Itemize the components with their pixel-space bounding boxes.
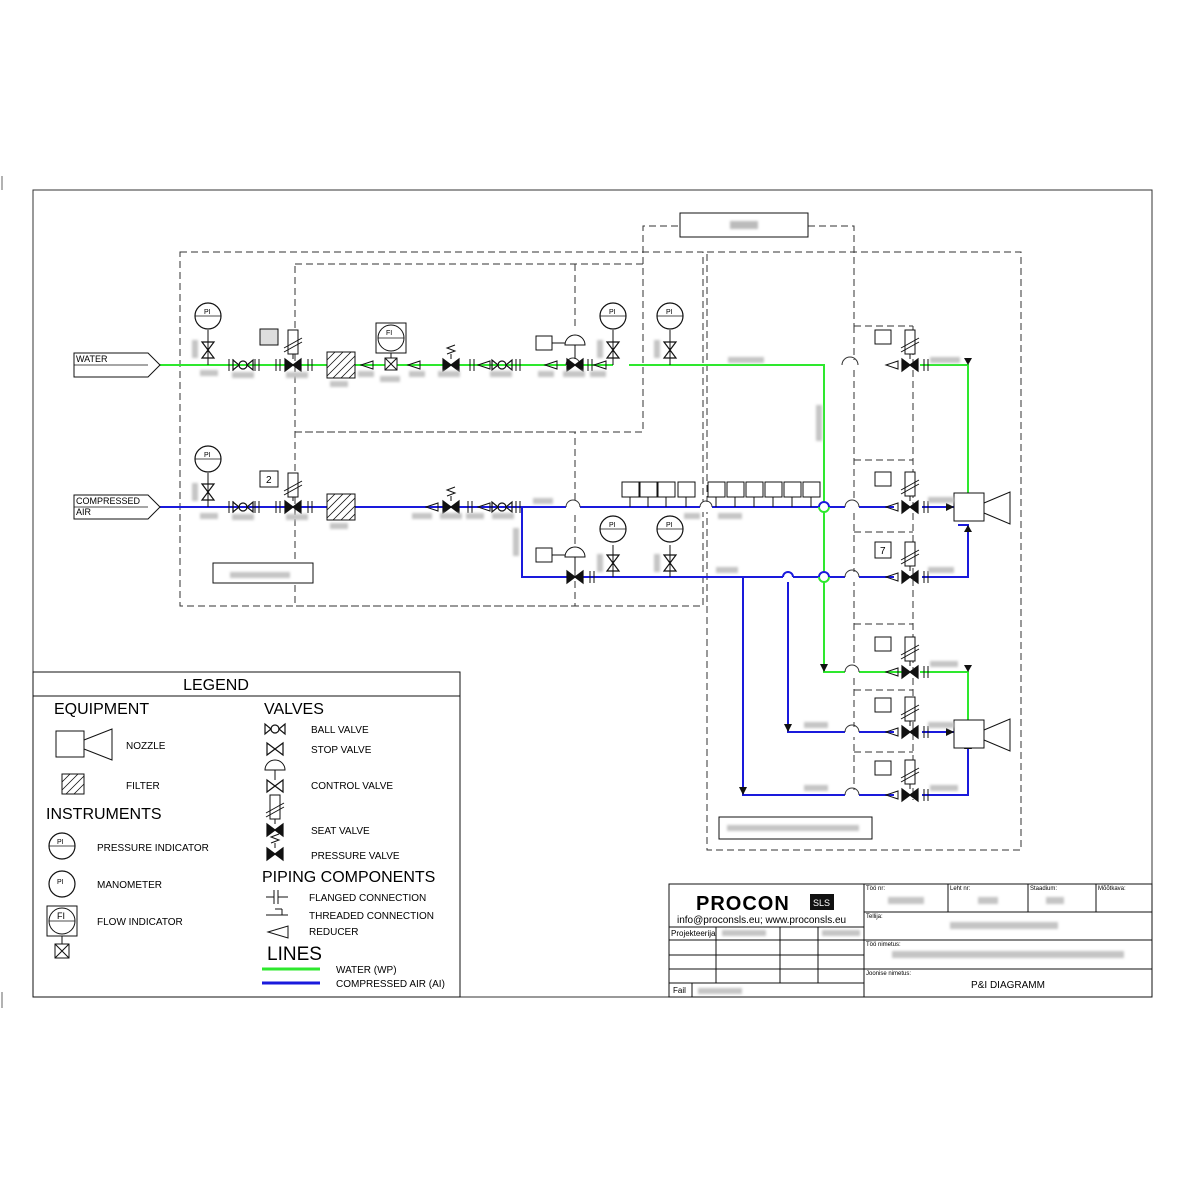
legend-ball-valve: BALL VALVE <box>311 725 369 736</box>
drawing-name: P&I DIAGRAMM <box>971 980 1045 991</box>
legend: LEGEND EQUIPMENT NOZZLE FILTER INSTRUMEN… <box>32 671 461 998</box>
air-input-label-2: AIR <box>76 507 92 517</box>
water-input-label: WATER <box>76 354 108 364</box>
sheet-no-label: Leht nr: <box>950 886 971 892</box>
job-no-label: Töö nr: <box>866 886 885 892</box>
legend-title: LEGEND <box>183 677 249 694</box>
svg-text:PI: PI <box>609 309 616 316</box>
contact-line: info@proconsls.eu; www.proconsls.eu <box>677 915 846 926</box>
legend-equipment-heading: EQUIPMENT <box>54 701 149 718</box>
svg-text:PI: PI <box>666 522 673 529</box>
legend-flanged-connection: FLANGED CONNECTION <box>309 893 426 904</box>
nozzle-valve-box-number: 7 <box>880 546 886 557</box>
svg-text:SLS: SLS <box>813 898 830 908</box>
svg-text:PROCON: PROCON <box>696 893 790 915</box>
legend-piping-heading: PIPING COMPONENTS <box>262 869 435 886</box>
obscured-title-fields <box>698 897 1124 994</box>
legend-reducer: REDUCER <box>309 927 358 938</box>
signal-box-row <box>621 481 821 498</box>
drawing-name-label: Joonise nimetus: <box>866 971 911 977</box>
legend-water-line: WATER (WP) <box>336 965 397 976</box>
svg-text:PI: PI <box>204 309 211 316</box>
stage-label: Staadium: <box>1030 886 1057 892</box>
company-logo: PROCON SLS <box>696 893 834 915</box>
svg-text:PI: PI <box>609 522 616 529</box>
seat-valve-icon <box>283 329 303 372</box>
air-input-label-1: COMPRESSED <box>76 496 141 506</box>
svg-text:FI: FI <box>57 911 65 921</box>
legend-seat-valve: SEAT VALVE <box>311 826 370 837</box>
client-label: Tellija: <box>866 914 883 920</box>
legend-control-valve: CONTROL VALVE <box>311 781 393 792</box>
scale-label: Mõõtkava: <box>1098 886 1126 892</box>
legend-stop-valve: STOP VALVE <box>311 745 372 756</box>
flow-indicator-icon: FI <box>375 322 407 371</box>
file-label: Fail <box>673 986 686 995</box>
svg-text:FI: FI <box>386 330 392 337</box>
air-input-tag: COMPRESSED AIR <box>73 494 161 520</box>
legend-manometer: MANOMETER <box>97 880 162 891</box>
legend-air-line: COMPRESSED AIR (AI) <box>336 979 445 990</box>
svg-text:PI: PI <box>204 452 211 459</box>
pressure-indicator-icon: PI <box>194 302 222 330</box>
legend-instruments-heading: INSTRUMENTS <box>46 806 162 823</box>
air-seat-valve-box-number: 2 <box>266 475 272 486</box>
legend-threaded-connection: THREADED CONNECTION <box>309 911 434 922</box>
water-components: PI FI <box>194 302 684 379</box>
legend-valves-heading: VALVES <box>264 701 324 718</box>
obscured-tag-numbers <box>192 340 960 831</box>
legend-pressure-valve: PRESSURE VALVE <box>311 851 400 862</box>
svg-text:PI: PI <box>666 309 673 316</box>
legend-lines-heading: LINES <box>267 944 322 965</box>
work-name-label: Töö nimetus: <box>866 942 901 948</box>
svg-text:PI: PI <box>57 839 64 846</box>
water-input-tag: WATER <box>73 352 161 378</box>
drawing-frame <box>32 189 1153 998</box>
filter-icon <box>326 351 356 379</box>
legend-pressure-indicator: PRESSURE INDICATOR <box>97 843 209 854</box>
legend-flow-indicator: FLOW INDICATOR <box>97 917 183 928</box>
designer-label: Projekteerija <box>671 929 716 938</box>
title-block <box>668 883 1153 998</box>
control-valve-icon <box>552 334 586 372</box>
nozzle-icon <box>953 491 1011 752</box>
svg-text:PI: PI <box>57 879 64 886</box>
nozzle-branch-valves: 7 <box>874 329 929 802</box>
legend-nozzle: NOZZLE <box>126 741 166 752</box>
legend-filter: FILTER <box>126 781 160 792</box>
pressure-valve-icon <box>442 344 460 372</box>
